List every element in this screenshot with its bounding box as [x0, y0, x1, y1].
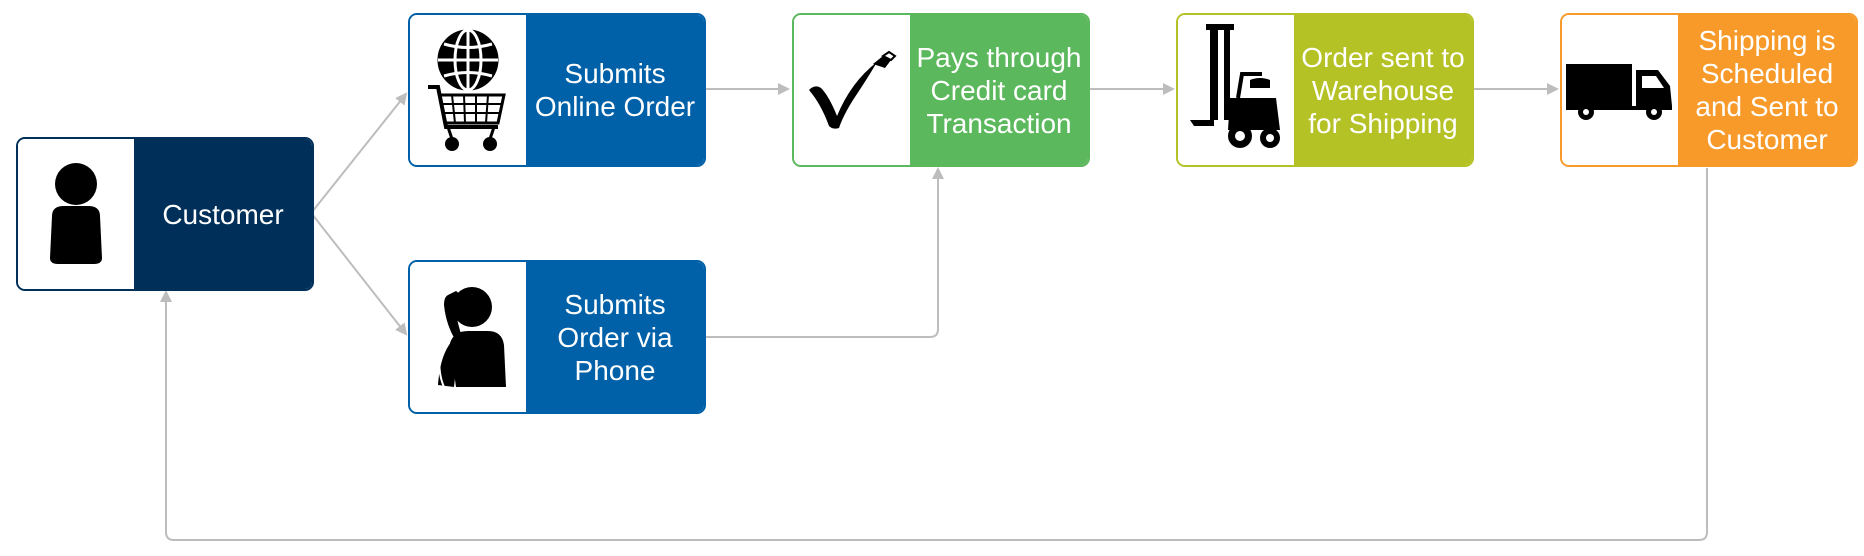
- edge-customer-to-phone: [311, 213, 408, 336]
- icon-box-pay: [794, 15, 910, 165]
- icon-box-phone: [410, 262, 526, 412]
- phone-person-icon: [428, 285, 508, 389]
- forklift-icon: [1188, 24, 1284, 156]
- node-submits-order-via-phone[interactable]: Submits Order via Phone: [408, 260, 706, 414]
- checkmark-icon: [807, 50, 897, 130]
- edge-phone-to-pay: [705, 167, 944, 338]
- node-label-phone: Submits Order via Phone: [526, 262, 704, 412]
- node-label-customer: Customer: [134, 139, 312, 289]
- edge-shipping-to-customer: [160, 168, 1708, 541]
- node-pays-credit-card[interactable]: Pays through Credit card Transaction: [792, 13, 1090, 167]
- icon-box-shipping: [1562, 15, 1678, 165]
- node-shipping-scheduled[interactable]: Shipping is Scheduled and Sent to Custom…: [1560, 13, 1858, 167]
- edge-customer-to-online: [311, 92, 408, 213]
- globe-cart-icon: [428, 27, 508, 153]
- node-label-pay: Pays through Credit card Transaction: [910, 15, 1088, 165]
- node-submits-online-order[interactable]: Submits Online Order: [408, 13, 706, 167]
- person-icon: [46, 162, 106, 266]
- node-customer[interactable]: Customer: [16, 137, 314, 291]
- node-label-online: Submits Online Order: [526, 15, 704, 165]
- node-label-warehouse: Order sent to Warehouse for Shipping: [1294, 15, 1472, 165]
- node-order-sent-to-warehouse[interactable]: Order sent to Warehouse for Shipping: [1176, 13, 1474, 167]
- icon-box-warehouse: [1178, 15, 1294, 165]
- node-label-shipping: Shipping is Scheduled and Sent to Custom…: [1678, 15, 1856, 165]
- icon-box-customer: [18, 139, 134, 289]
- icon-box-online: [410, 15, 526, 165]
- truck-icon: [1566, 60, 1674, 120]
